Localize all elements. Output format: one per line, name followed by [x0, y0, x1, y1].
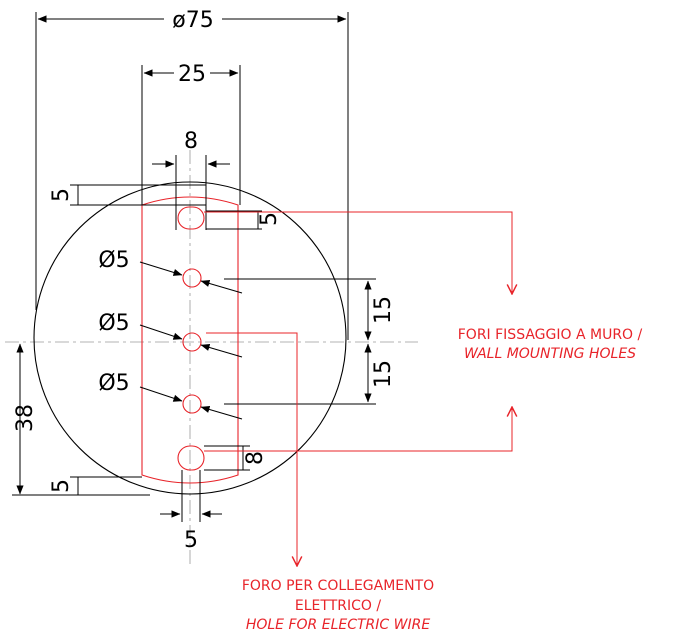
dim-hole-diameter-3: Ø5: [98, 371, 129, 396]
hole-2: [182, 332, 202, 352]
leader-electric: [206, 332, 297, 566]
outer-circle: [33, 181, 347, 495]
hole-1: [182, 268, 202, 288]
note-electric-line1: FORO PER COLLEGAMENTO: [242, 578, 434, 594]
plate-outline: [141, 196, 239, 484]
dim-spacing-upper: 15: [371, 296, 396, 324]
dim-hole-diameter-1: Ø5: [98, 248, 129, 273]
slot-bottom: [177, 445, 205, 471]
dimension-texts: ø75 25 8 5 5 Ø5 Ø5 Ø5 15 15 38 5 8 5: [13, 8, 396, 553]
dim-top-offset: 5: [49, 188, 74, 202]
dim-bottom-offset: 5: [49, 479, 74, 493]
dim-slot-width-top: 8: [184, 129, 198, 154]
dim-overall-diameter: ø75: [172, 8, 213, 33]
dimension-lines: [12, 12, 376, 522]
dim-hole-spacing-width: 25: [178, 62, 206, 87]
dim-slot-width-bottom: 5: [184, 528, 198, 553]
dim-center-height: 38: [13, 404, 38, 432]
leader-wall-bottom: [204, 407, 512, 452]
note-wall-mounting-line2: WALL MOUNTING HOLES: [464, 346, 636, 362]
dim-slot-height-bottom: 8: [243, 451, 268, 465]
dim-slot-height-top: 5: [257, 212, 282, 226]
annotation-leaders: [204, 211, 512, 566]
annotation-notes: FORI FISSAGGIO A MURO / WALL MOUNTING HO…: [242, 327, 643, 633]
note-wall-mounting-line1: FORI FISSAGGIO A MURO /: [458, 327, 643, 343]
center-lines: [5, 150, 418, 565]
note-electric-line3: HOLE FOR ELECTRIC WIRE: [246, 617, 430, 633]
note-electric-line2: ELETTRICO /: [295, 598, 381, 614]
mounting-plate: [141, 196, 239, 484]
slot-top: [177, 206, 205, 230]
leader-wall-top: [204, 211, 512, 294]
hole-3: [182, 394, 202, 414]
dim-spacing-lower: 15: [371, 360, 396, 388]
dim-hole-diameter-2: Ø5: [98, 311, 129, 336]
